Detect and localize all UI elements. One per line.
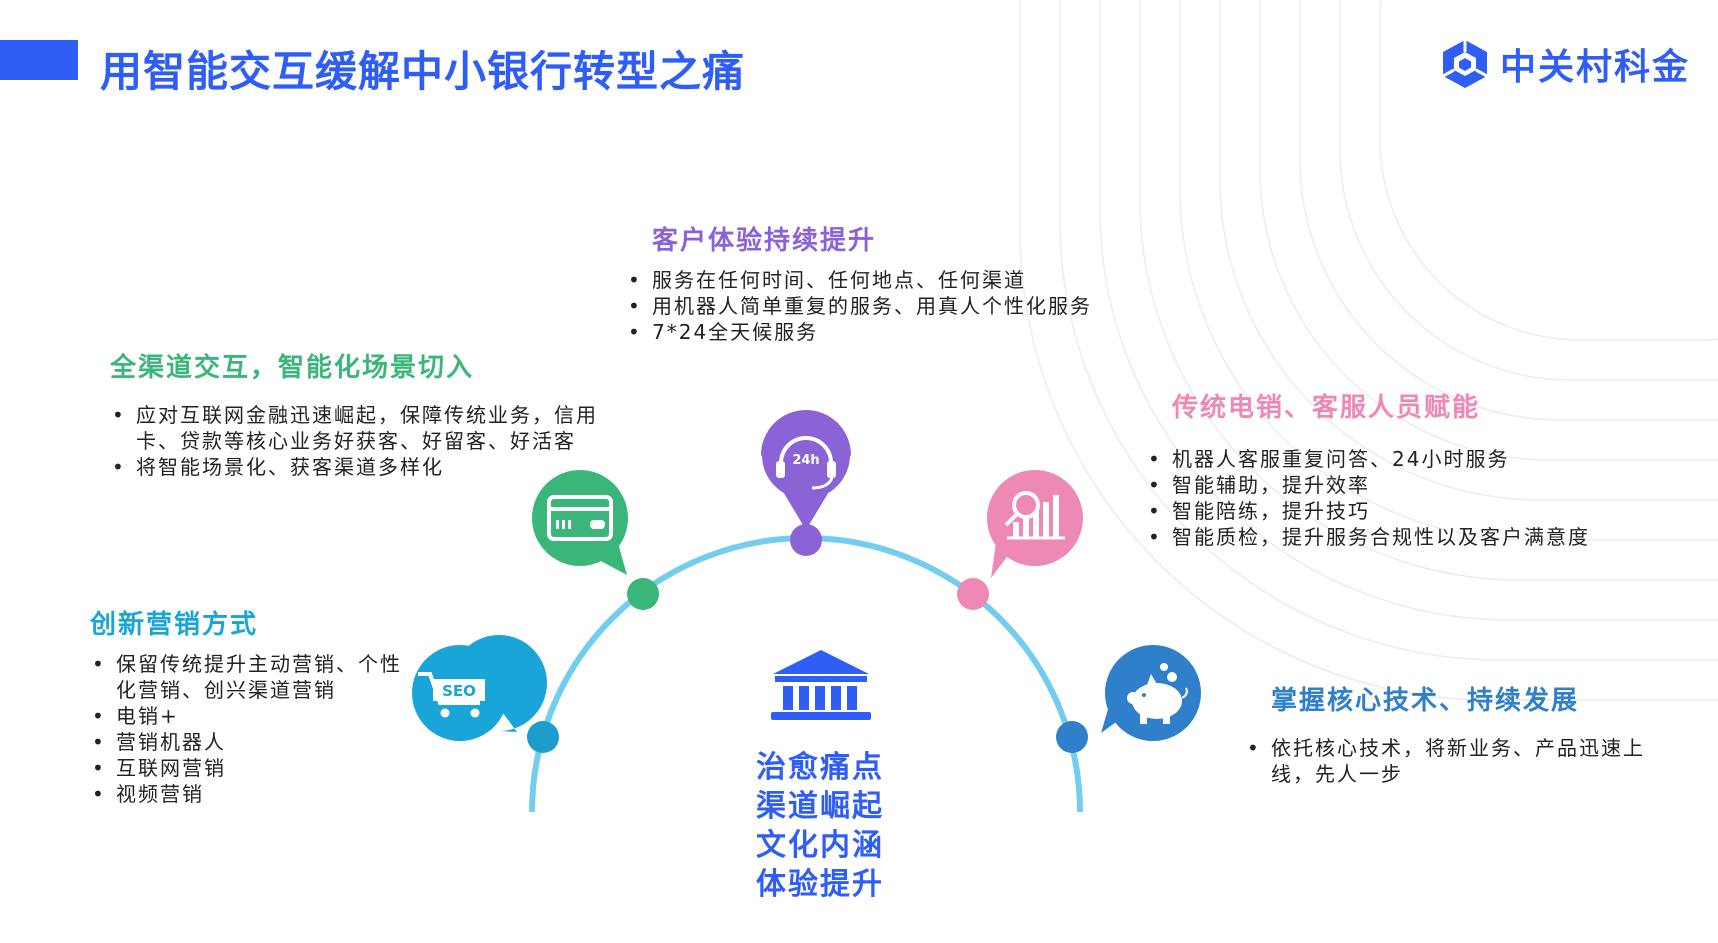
arc-node-empower bbox=[957, 578, 989, 610]
list-item: 服务在任何时间、任何地点、任何渠道 bbox=[626, 267, 1166, 293]
section-title: 全渠道交互，智能化场景切入 bbox=[110, 353, 475, 383]
header-accent-bar bbox=[0, 40, 78, 80]
section-omnichannel: 全渠道交互，智能化场景切入 应对互联网金融迅速崛起，保障传统业务，信用卡、贷款等… bbox=[110, 347, 600, 480]
list-item: 7*24全天候服务 bbox=[626, 319, 1166, 345]
center-summary: 治愈痛点 渠道崛起 文化内涵 体验提升 bbox=[740, 748, 900, 904]
center-line: 文化内涵 bbox=[756, 828, 884, 863]
list-item: 智能辅助，提升效率 bbox=[1146, 472, 1686, 498]
svg-text:24h: 24h bbox=[792, 453, 819, 468]
list-item: 应对互联网金融迅速崛起，保障传统业务，信用卡、贷款等核心业务好获客、好留客、好活… bbox=[110, 402, 600, 454]
svg-text:SEO: SEO bbox=[442, 682, 476, 700]
page-title: 用智能交互缓解中小银行转型之痛 bbox=[100, 47, 746, 96]
list-item: 营销机器人 bbox=[90, 729, 420, 755]
arc-node-experience bbox=[790, 524, 822, 556]
seo-cart-icon: SEO bbox=[412, 635, 547, 741]
list-item: 依托核心技术，将新业务、产品迅速上线，先人一步 bbox=[1245, 735, 1675, 787]
section-empower: 传统电销、客服人员赋能 机器人客服重复问答、24小时服务 智能辅助，提升效率 智… bbox=[1146, 387, 1686, 550]
section-experience: 客户体验持续提升 服务在任何时间、任何地点、任何渠道 用机器人简单重复的服务、用… bbox=[626, 220, 1166, 345]
center-line: 治愈痛点 bbox=[756, 750, 884, 785]
list-item: 智能质检，提升服务合规性以及客户满意度 bbox=[1146, 524, 1686, 550]
list-item: 智能陪练，提升技巧 bbox=[1146, 498, 1686, 524]
credit-card-icon bbox=[532, 470, 628, 575]
arc-node-omnichannel bbox=[627, 578, 659, 610]
list-item: 电销+ bbox=[90, 703, 420, 729]
company-logo: 中关村科金 bbox=[1440, 38, 1690, 90]
list-item: 保留传统提升主动营销、个性化营销、创兴渠道营销 bbox=[90, 651, 420, 703]
list-item: 视频营销 bbox=[90, 781, 420, 807]
center-line: 体验提升 bbox=[756, 867, 884, 902]
section-title: 传统电销、客服人员赋能 bbox=[1172, 393, 1481, 423]
section-title: 创新营销方式 bbox=[90, 610, 259, 640]
section-marketing: 创新营销方式 保留传统提升主动营销、个性化营销、创兴渠道营销 电销+ 营销机器人… bbox=[90, 604, 420, 807]
list-item: 互联网营销 bbox=[90, 755, 420, 781]
headset-24h-icon: 24h bbox=[761, 410, 851, 530]
section-title: 掌握核心技术、持续发展 bbox=[1271, 686, 1580, 716]
bank-icon bbox=[771, 650, 871, 720]
list-item: 用机器人简单重复的服务、用真人个性化服务 bbox=[626, 293, 1166, 319]
section-title: 客户体验持续提升 bbox=[652, 226, 877, 256]
list-item: 将智能场景化、获客渠道多样化 bbox=[110, 454, 600, 480]
cube-logo-icon bbox=[1442, 40, 1488, 88]
piggy-bank-icon bbox=[1101, 645, 1201, 741]
section-technology: 掌握核心技术、持续发展 依托核心技术，将新业务、产品迅速上线，先人一步 bbox=[1245, 680, 1675, 787]
list-item: 机器人客服重复问答、24小时服务 bbox=[1146, 446, 1686, 472]
center-line: 渠道崛起 bbox=[756, 789, 884, 824]
arc-node-technology bbox=[1056, 721, 1088, 753]
bar-chart-magnifier-icon bbox=[987, 470, 1083, 578]
logo-text: 中关村科金 bbox=[1500, 47, 1691, 88]
arc-node-marketing bbox=[527, 721, 559, 753]
